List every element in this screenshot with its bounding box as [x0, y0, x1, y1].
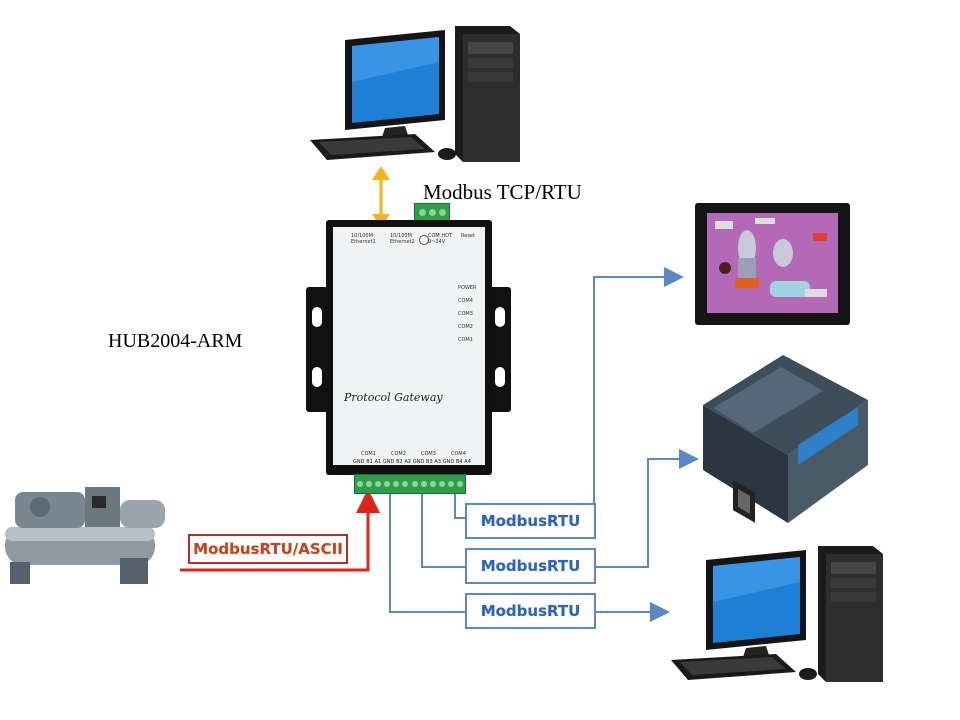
- hmi-screen-icon: [695, 203, 850, 325]
- gateway-title: Protocol Gateway: [344, 391, 443, 404]
- plc-icon: [703, 355, 868, 523]
- pc-bottom: [668, 542, 890, 684]
- rtu-label-plc: ModbusRTU: [465, 548, 596, 584]
- rtu-label-hmi: ModbusRTU: [465, 503, 596, 539]
- bottom-terminal-block: [354, 474, 466, 494]
- pc-top: [305, 22, 525, 164]
- port-com2-label: COM2: [391, 451, 406, 457]
- left-mount-ear: [306, 287, 328, 412]
- led-power: POWER: [458, 285, 477, 291]
- led-com3: COM3: [458, 311, 473, 317]
- led-com1: COM1: [458, 337, 473, 343]
- reset-label: Reset: [461, 233, 475, 239]
- line-to-plc: [421, 449, 699, 568]
- desktop-computer-icon: [310, 26, 520, 162]
- chiller-icon: [5, 487, 165, 584]
- rtu-label-pc: ModbusRTU: [465, 593, 596, 629]
- plc-device: [693, 345, 873, 525]
- port-com1-label: COM1: [361, 451, 376, 457]
- right-mount-ear: [489, 287, 511, 412]
- gateway-faceplate: [333, 227, 485, 465]
- top-terminal-block: [414, 203, 450, 223]
- red-link-label: ModbusRTU/ASCII: [188, 534, 348, 564]
- led-com4: COM4: [458, 298, 473, 304]
- line-from-chiller: [180, 489, 380, 572]
- port-com4-label: COM4: [451, 451, 466, 457]
- device-name-label: HUB2004-ARM: [108, 330, 243, 352]
- port-com3-label: COM3: [421, 451, 436, 457]
- power-connector-icon: [419, 235, 429, 245]
- led-com2: COM2: [458, 324, 473, 330]
- chiller-unit: [0, 482, 180, 587]
- hmi-panel: [695, 203, 850, 325]
- gateway-body: [326, 220, 492, 475]
- desktop-computer-icon: [671, 546, 883, 682]
- top-protocol-label: Modbus TCP/RTU: [423, 180, 582, 204]
